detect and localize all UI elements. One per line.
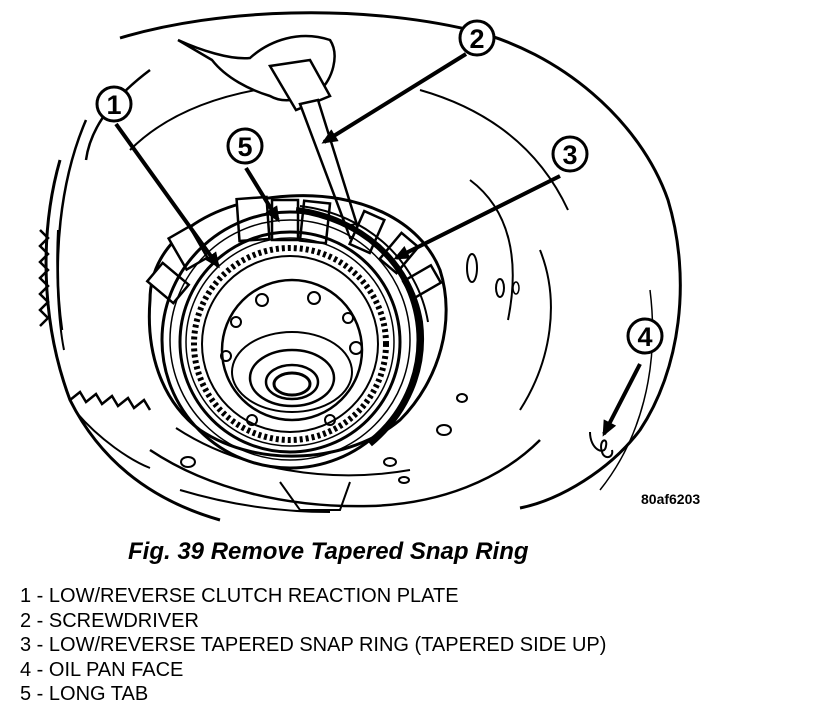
figure-code: 80af6203 — [641, 491, 700, 507]
callout-3: 3 — [551, 135, 589, 173]
callout-5-label: 5 — [237, 132, 252, 162]
callout-2-label: 2 — [469, 24, 484, 54]
left-gear-teeth — [38, 229, 152, 469]
callout-1: 1 — [95, 85, 133, 123]
callout-2: 2 — [458, 19, 496, 57]
transmission-illustration: 1 2 3 4 5 80af6203 — [38, 11, 700, 522]
legend-item: 2 - SCREWDRIVER — [20, 609, 199, 632]
callout-arrows — [114, 52, 642, 437]
transmission-case — [44, 11, 682, 522]
oil-pan-face-mark — [589, 431, 614, 458]
callout-1-label: 1 — [106, 90, 121, 120]
legend-item: 3 - LOW/REVERSE TAPERED SNAP RING (TAPER… — [20, 634, 607, 656]
clutch-assembly — [145, 194, 448, 470]
callout-5: 5 — [226, 127, 264, 165]
callout-4: 4 — [626, 317, 664, 355]
callout-3-label: 3 — [562, 140, 577, 170]
callout-4-label: 4 — [637, 322, 652, 352]
figure-caption: Fig. 39 Remove Tapered Snap Ring — [128, 538, 529, 565]
legend-list: 1 - LOW/REVERSE CLUTCH REACTION PLATE 2 … — [20, 584, 606, 707]
legend-item: 5 - LONG TAB — [20, 683, 149, 705]
legend-item: 1 - LOW/REVERSE CLUTCH REACTION PLATE — [20, 585, 459, 607]
legend-item: 4 - OIL PAN FACE — [20, 658, 184, 681]
